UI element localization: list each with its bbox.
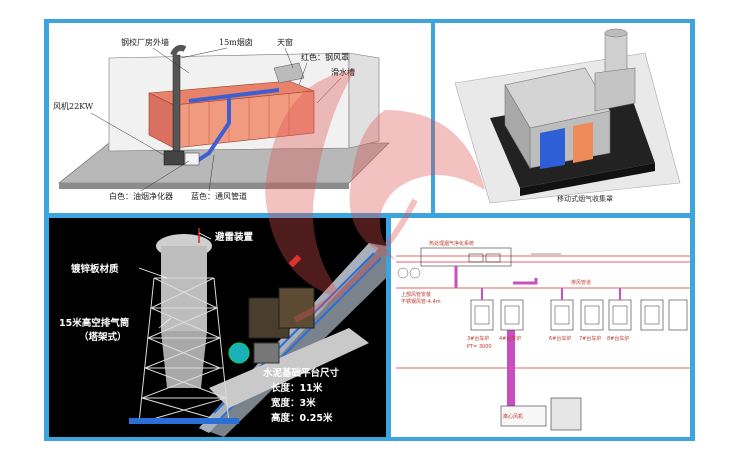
label-height: 高度：0.25米	[271, 412, 333, 424]
label-blue-duct: 蓝色：通风管道	[191, 191, 247, 201]
label-red-hood: 红色：钢风罩	[301, 52, 349, 62]
furnace-label-1: 4#台车炉	[499, 335, 521, 342]
label-system: 热处理烟气净化系统	[429, 240, 474, 247]
furnace-label-0: 3#台车炉	[467, 335, 489, 342]
furnace-label-3: 7#台车炉	[579, 335, 601, 342]
panel-workshop-layout: 钢校厂房外墙 15m烟囱 天窗 红色：钢风罩 滑水槽 风机22KW 白色：油烟净…	[49, 23, 431, 213]
panel-exhaust-stack: 避雷装置 镀锌板材质 15米高空排气筒 （塔架式） 水泥基础平台尺寸 长度：11…	[49, 218, 386, 437]
caption-mobile-hood: 移动式烟气收集罩	[557, 194, 613, 203]
label-length: 长度：11米	[271, 382, 323, 394]
label-width: 宽度：3米	[270, 397, 316, 409]
label-dust-collector: 滑水槽	[331, 67, 355, 77]
label-stack-line2: （塔架式）	[79, 331, 127, 343]
label-chimney: 15m烟囱	[219, 37, 253, 47]
label-base-title: 水泥基础平台尺寸	[263, 367, 340, 379]
furnace-label-2: 6#台车炉	[549, 335, 571, 342]
note-line2: 不锈钢风管-4.4m	[401, 298, 441, 305]
label-white-purifier: 白色：油烟净化器	[109, 191, 173, 201]
label-factory-wall: 钢校厂房外墙	[121, 37, 169, 47]
label-galvanized: 镀锌板材质	[71, 263, 119, 275]
note-line1: 上部风管安装	[401, 291, 431, 298]
label-fan: 风机22KW	[53, 101, 94, 111]
label-lightning: 避雷装置	[215, 231, 254, 243]
label-unit: 离心风机	[503, 413, 523, 420]
ptext: PT= 3000	[467, 344, 492, 350]
label-skylight: 天窗	[277, 37, 293, 47]
label-side-note: 排风管道	[571, 279, 591, 286]
panel-system-plan: 热处理烟气净化系统 上部风管安装 不锈钢风管-4.4m 排风管道 3#台车炉 4…	[391, 218, 690, 437]
panel-mobile-hood: 移动式烟气收集罩	[435, 23, 690, 213]
label-stack-line1: 15米高空排气筒	[59, 317, 130, 329]
furnace-label-4: 8#台车炉	[607, 335, 629, 342]
